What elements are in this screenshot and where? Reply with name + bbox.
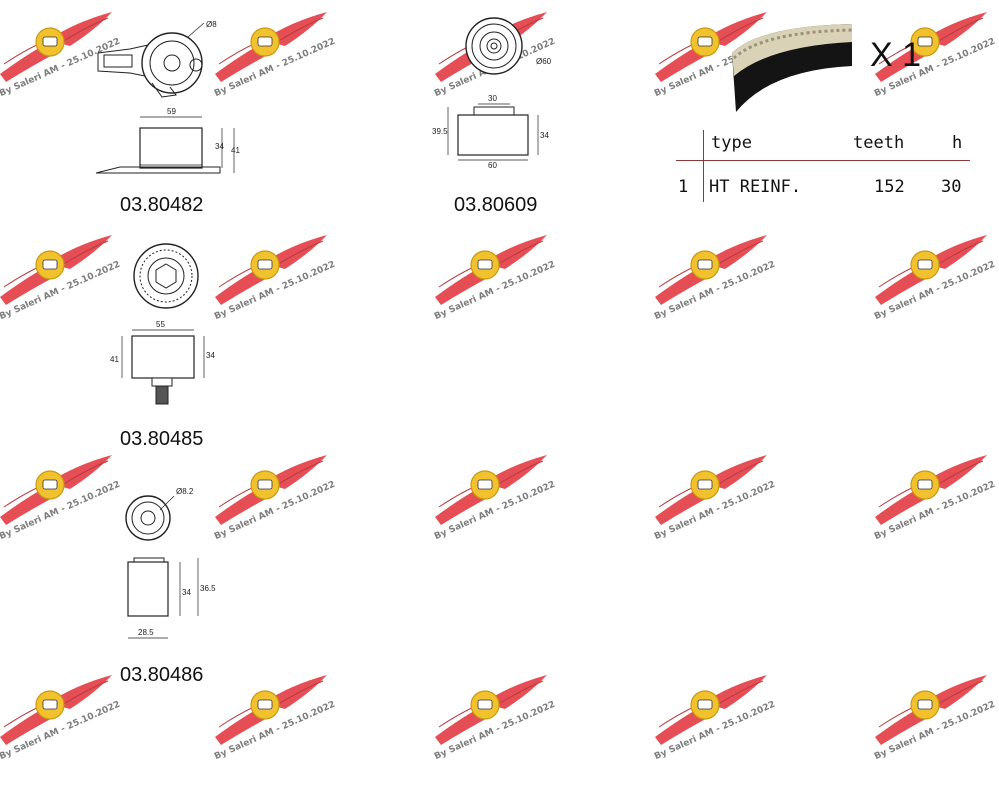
wings-logo-icon <box>435 455 547 525</box>
part-code: 03.80485 <box>120 428 204 450</box>
dim-height-left: 41 <box>110 355 119 364</box>
wings-logo-icon <box>0 235 112 305</box>
dim-height-inner: 34 <box>215 142 224 151</box>
wings-logo-icon <box>0 455 112 525</box>
dim-width-top: 30 <box>488 94 497 103</box>
part-code: 03.80482 <box>120 194 204 216</box>
watermark-logo: By Saleri AM - 25.10.2022 <box>0 235 130 345</box>
watermark-logo: By Saleri AM - 25.10.2022 <box>653 12 785 122</box>
table-divider <box>703 130 704 202</box>
cell-type: HT REINF. <box>709 177 802 197</box>
dim-diameter: Ø60 <box>536 57 552 66</box>
dim-height-right: 34 <box>206 351 215 360</box>
watermark-logo: By Saleri AM - 25.10.2022 <box>873 675 999 785</box>
col-header-type: type <box>711 133 752 153</box>
watermark-logo: By Saleri AM - 25.10.2022 <box>433 675 565 785</box>
dim-height-outer: 41 <box>231 146 240 155</box>
watermark-logo: By Saleri AM - 25.10.2022 <box>0 675 130 785</box>
wings-logo-icon <box>655 235 767 305</box>
wings-logo-icon <box>215 235 327 305</box>
belt-spec-table: type teeth h 1 HT REINF. 152 30 <box>676 130 970 202</box>
part-03-80609: Ø60 30 39.5 34 60 <box>428 12 568 172</box>
watermark-logo: By Saleri AM - 25.10.2022 <box>653 675 785 785</box>
wings-logo-icon <box>875 12 987 82</box>
wings-logo-icon <box>215 12 327 82</box>
watermark-logo: By Saleri AM - 25.10.2022 <box>653 235 785 345</box>
part-03-80486: Ø8.2 34 36.5 28.5 <box>110 478 230 643</box>
dim-height-inner: 34 <box>182 588 191 597</box>
dim-width-bottom: 60 <box>488 161 497 170</box>
watermark-logo: By Saleri AM - 25.10.2022 <box>0 455 130 565</box>
belt-image <box>732 24 853 112</box>
cell-teeth: 152 <box>874 177 905 197</box>
dim-height-right: 34 <box>540 131 549 140</box>
watermark-logo: By Saleri AM - 25.10.2022 <box>873 235 999 345</box>
part-code: 03.80609 <box>454 194 538 216</box>
wings-logo-icon <box>875 235 987 305</box>
wings-logo-icon <box>655 455 767 525</box>
watermark-logo: By Saleri AM - 25.10.2022 <box>653 455 785 565</box>
watermark-logo: By Saleri AM - 25.10.2022 <box>0 12 130 122</box>
dim-diameter: Ø8.2 <box>176 487 194 496</box>
dim-width: 59 <box>167 107 176 116</box>
idler-drawing: Ø60 30 39.5 34 60 <box>432 17 552 170</box>
watermark-logo: By Saleri AM - 25.10.2022 <box>873 455 999 565</box>
part-03-80485: 55 41 34 <box>106 240 226 410</box>
wings-logo-icon <box>875 455 987 525</box>
dim-width: 28.5 <box>138 628 154 637</box>
dim-height-left: 39.5 <box>432 127 448 136</box>
watermark-logo: By Saleri AM - 25.10.2022 <box>433 455 565 565</box>
pulley-drawing: 55 41 34 <box>110 243 215 405</box>
dim-height-outer: 36.5 <box>200 584 216 593</box>
belt-quantity: X 1 <box>870 36 922 74</box>
dim-diameter: Ø8 <box>206 20 217 29</box>
wings-logo-icon <box>435 235 547 305</box>
part-code: 03.80486 <box>120 664 204 686</box>
watermark-logo: By Saleri AM - 25.10.2022 <box>873 12 999 122</box>
col-header-teeth: teeth <box>853 133 905 153</box>
col-header-h: h <box>952 133 963 153</box>
roller-drawing: Ø8.2 34 36.5 28.5 <box>125 487 216 639</box>
part-03-80482: Ø8 59 34 41 <box>90 15 250 180</box>
dim-width: 55 <box>156 320 165 329</box>
wings-logo-icon <box>655 12 767 82</box>
timing-belt <box>730 18 860 116</box>
table-divider <box>676 160 970 161</box>
wings-logo-icon <box>215 455 327 525</box>
watermark-logo: By Saleri AM - 25.10.2022 <box>213 455 345 565</box>
wings-logo-icon <box>0 12 112 82</box>
tensioner-drawing: Ø8 59 34 41 <box>95 20 240 174</box>
cell-h: 30 <box>941 177 962 197</box>
watermark-logo: By Saleri AM - 25.10.2022 <box>213 235 345 345</box>
watermark-logo: By Saleri AM - 25.10.2022 <box>433 235 565 345</box>
watermark-logo: By Saleri AM - 25.10.2022 <box>213 12 345 122</box>
row-index: 1 <box>678 177 689 197</box>
watermark-logo: By Saleri AM - 25.10.2022 <box>213 675 345 785</box>
